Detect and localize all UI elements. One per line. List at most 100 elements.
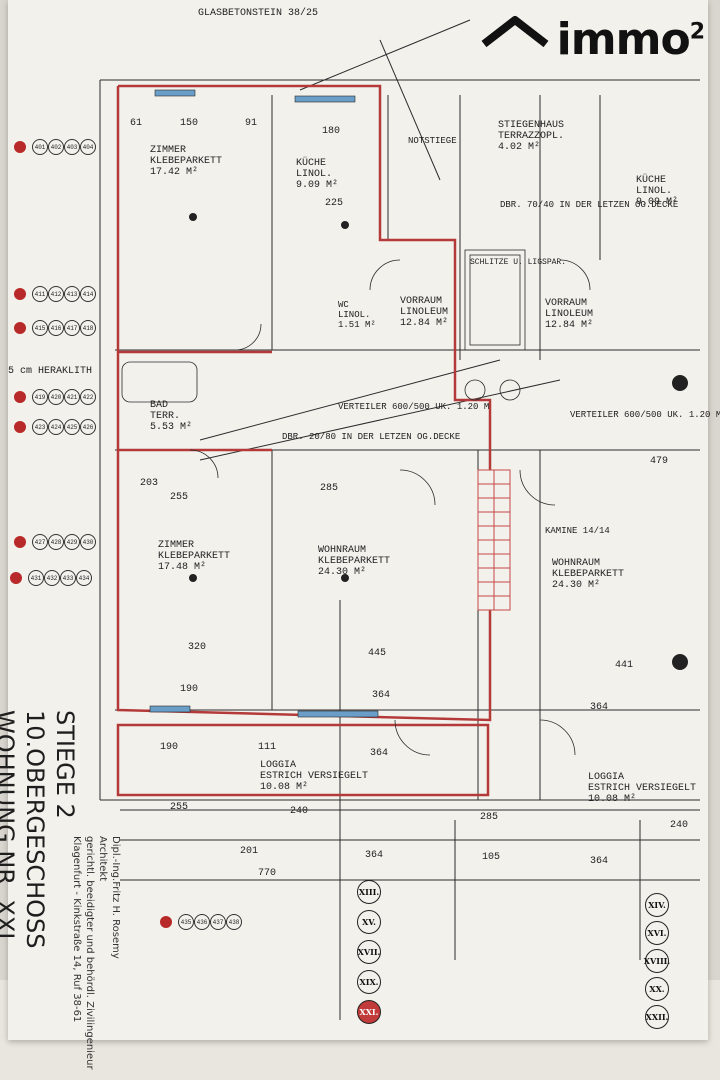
dim: 445 <box>368 648 387 659</box>
dim: 479 <box>650 456 669 467</box>
brand-name: immo <box>556 14 691 65</box>
reference-circle: 434 <box>76 570 92 586</box>
reference-circle: 415 <box>32 320 48 336</box>
dim: 201 <box>240 846 259 857</box>
dim: 240 <box>290 806 309 817</box>
red-dot-icon <box>14 536 26 548</box>
reference-circle: 426 <box>80 419 96 435</box>
dim: 320 <box>188 642 207 653</box>
dim: 255 <box>170 492 189 503</box>
roman-marker: XVI. <box>645 921 669 945</box>
reference-circle: 417 <box>64 320 80 336</box>
reference-circle: 438 <box>226 914 242 930</box>
red-dot-icon <box>14 322 26 334</box>
house-roof-icon <box>481 16 549 48</box>
fixtures <box>121 249 526 403</box>
roman-marker: XX. <box>645 977 669 1001</box>
red-dot-icon <box>14 288 26 300</box>
dim: 364 <box>370 748 389 759</box>
note-verteiler-left: VERTEILER 600/500 UK. 1.20 m <box>338 402 490 412</box>
dim: 285 <box>320 483 339 494</box>
brand-sup: 2 <box>689 19 705 45</box>
dim: 150 <box>180 118 199 129</box>
reference-circle: 425 <box>64 419 80 435</box>
red-dot-icon <box>14 421 26 433</box>
author-line-4: Klagenfurt - Kinkstraße 14, Ruf 38-61 <box>71 836 82 1023</box>
dim: 364 <box>590 702 609 713</box>
heraklith-note: 5 cm HERAKLITH <box>8 366 93 377</box>
dim: 285 <box>480 812 499 823</box>
reference-circle: 401 <box>32 139 48 155</box>
author-block: Dipl.-Ing.Fritz H. Rosemy Architekt geri… <box>70 836 122 1070</box>
reference-circle: 431 <box>28 570 44 586</box>
dim: 111 <box>258 742 277 753</box>
reference-circle: 424 <box>48 419 64 435</box>
ceiling-markers <box>189 213 688 670</box>
title-line-3: WOHNUNG NR. XXI <box>0 710 19 940</box>
note-verteiler-right: VERTEILER 600/500 UK. 1.20 m <box>570 410 720 420</box>
red-dot-icon <box>14 141 26 153</box>
red-dot-icon <box>14 391 26 403</box>
reference-circle: 421 <box>64 389 80 405</box>
reference-circle: 412 <box>48 286 64 302</box>
reference-circle: 435 <box>178 914 194 930</box>
reference-circle: 436 <box>194 914 210 930</box>
note-decke-upper: DBR. 70/40 IN DER LETZEN OG.DECKE <box>500 200 679 210</box>
dim: 91 <box>245 118 258 129</box>
dim: 364 <box>365 850 384 861</box>
dim: 190 <box>180 684 199 695</box>
dim: 255 <box>170 802 189 813</box>
reference-circle: 437 <box>210 914 226 930</box>
reference-circle: 404 <box>80 139 96 155</box>
dim: 61 <box>130 118 143 129</box>
note-decke-lower: DBR. 20/80 IN DER LETZEN OG.DECKE <box>282 432 461 442</box>
note-notstiege: NOTSTIEGE <box>408 136 457 146</box>
reference-circle: 403 <box>64 139 80 155</box>
red-dot-icon <box>10 572 22 584</box>
dim: 105 <box>482 852 501 863</box>
red-dot-icon <box>160 916 172 928</box>
dim: 225 <box>325 198 344 209</box>
dim: 180 <box>322 126 341 137</box>
reference-circle: 427 <box>32 534 48 550</box>
reference-circle: 413 <box>64 286 80 302</box>
wall-lines <box>99 19 700 1020</box>
reference-circle: 419 <box>32 389 48 405</box>
reference-circle: 423 <box>32 419 48 435</box>
roman-marker: XIV. <box>645 893 669 917</box>
reference-circle: 422 <box>80 389 96 405</box>
reference-circle: 420 <box>48 389 64 405</box>
reference-circle: 402 <box>48 139 64 155</box>
dim: 240 <box>670 820 689 831</box>
roman-marker: XIX. <box>357 970 381 994</box>
author-line-1: Dipl.-Ing.Fritz H. Rosemy <box>110 836 121 959</box>
dim: 190 <box>160 742 179 753</box>
door-arcs <box>189 259 591 756</box>
author-line-2: Architekt <box>97 836 108 882</box>
windows <box>149 89 379 718</box>
reference-circle: 418 <box>80 320 96 336</box>
dim: 441 <box>615 660 634 671</box>
roman-marker: XXII. <box>645 1005 669 1029</box>
roman-marker: XIII. <box>357 880 381 904</box>
